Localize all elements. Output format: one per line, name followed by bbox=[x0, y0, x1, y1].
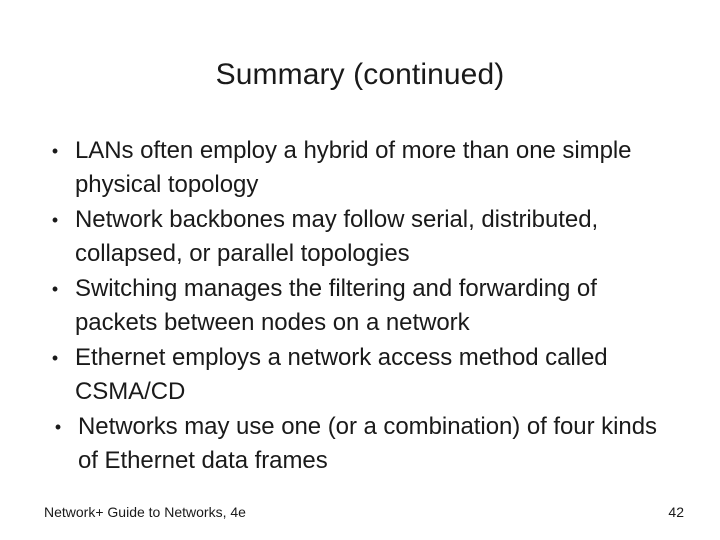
list-item-text: LANs often employ a hybrid of more than … bbox=[75, 137, 632, 198]
slide-footer: Network+ Guide to Networks, 4e 42 bbox=[44, 500, 684, 524]
page-number: 42 bbox=[668, 504, 684, 520]
list-item: • Networks may use one (or a combination… bbox=[44, 410, 672, 478]
list-item-text: Network backbones may follow serial, dis… bbox=[75, 206, 599, 267]
bullet-point-icon: • bbox=[51, 279, 59, 299]
bullet-point-icon: • bbox=[51, 210, 59, 230]
list-item-text: Ethernet employs a network access method… bbox=[75, 344, 608, 405]
bullet-point-icon: • bbox=[51, 141, 59, 161]
list-item-text: Switching manages the filtering and forw… bbox=[75, 275, 597, 336]
bullet-point-icon: • bbox=[51, 348, 59, 368]
list-item-text: Networks may use one (or a combination) … bbox=[78, 413, 657, 474]
list-item: • LANs often employ a hybrid of more tha… bbox=[44, 134, 672, 202]
list-item: • Network backbones may follow serial, d… bbox=[44, 203, 672, 271]
footer-source-text: Network+ Guide to Networks, 4e bbox=[44, 504, 246, 520]
bullet-point-icon: • bbox=[54, 417, 62, 437]
list-item: • Switching manages the filtering and fo… bbox=[44, 272, 672, 340]
page-title: Summary (continued) bbox=[215, 58, 505, 91]
summary-bullet-list: • LANs often employ a hybrid of more tha… bbox=[44, 134, 672, 479]
list-item: • Ethernet employs a network access meth… bbox=[44, 341, 672, 409]
